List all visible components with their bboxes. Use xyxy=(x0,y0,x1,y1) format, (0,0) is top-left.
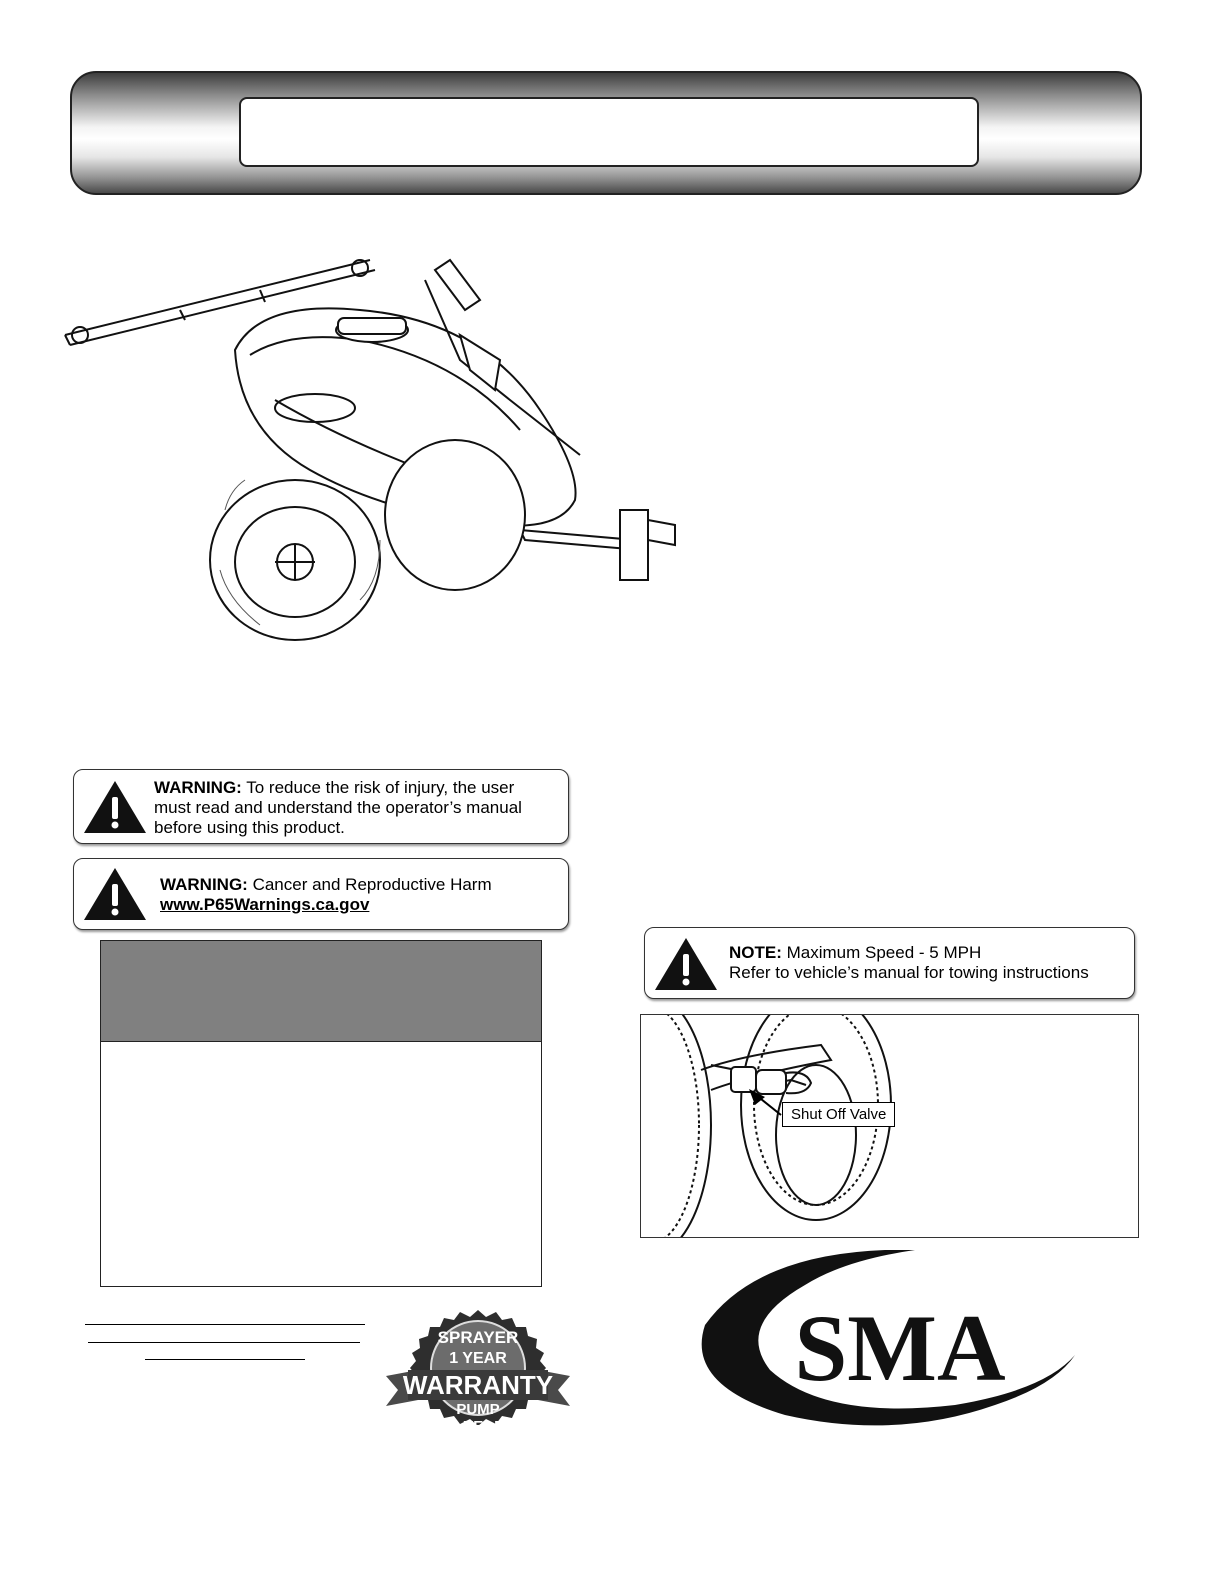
info-table xyxy=(100,940,542,1287)
p65-link[interactable]: www.P65Warnings.ca.gov xyxy=(160,895,370,914)
warning-text: before using this product. xyxy=(154,818,345,837)
warranty-text: 1 YEAR xyxy=(449,1350,507,1367)
sma-logo: SMA xyxy=(701,1250,1075,1426)
warning-label: WARNING: xyxy=(160,875,248,894)
title-box xyxy=(239,97,979,167)
warning-triangle-icon xyxy=(84,868,146,920)
warning-label: WARNING: xyxy=(154,778,242,797)
note-text: Maximum Speed - 5 MPH xyxy=(786,943,982,962)
note-label: NOTE: xyxy=(729,943,782,962)
warning-text: Cancer and Reproductive Harm xyxy=(252,875,492,894)
warning-text: To reduce the risk of injury, the user xyxy=(246,778,515,797)
warning-triangle-icon xyxy=(655,938,717,990)
logo-text: SMA xyxy=(794,1295,1005,1401)
info-table-header xyxy=(101,941,541,1042)
warning-prop65: WARNING: Cancer and Reproductive Harm ww… xyxy=(73,858,569,930)
warning-text: must read and understand the operator’s … xyxy=(154,798,522,817)
note-text: Refer to vehicle’s manual for towing ins… xyxy=(729,963,1089,982)
note-max-speed: NOTE: Maximum Speed - 5 MPH Refer to veh… xyxy=(644,927,1135,999)
warranty-text: 2 YEAR xyxy=(451,1418,505,1435)
warning-triangle-icon xyxy=(84,781,146,833)
warranty-text: WARRANTY xyxy=(403,1370,553,1400)
trailer-sprayer-illustration xyxy=(64,258,676,641)
shutoff-valve-callout: Shut Off Valve xyxy=(782,1102,896,1127)
warranty-text: SPRAYER xyxy=(438,1328,519,1347)
warning-operator-manual: WARNING: To reduce the risk of injury, t… xyxy=(73,769,569,844)
warranty-text: PUMP xyxy=(456,1401,499,1418)
warranty-seal: SPRAYER 1 YEAR WARRANTY PUMP 2 YEAR xyxy=(386,1310,570,1435)
